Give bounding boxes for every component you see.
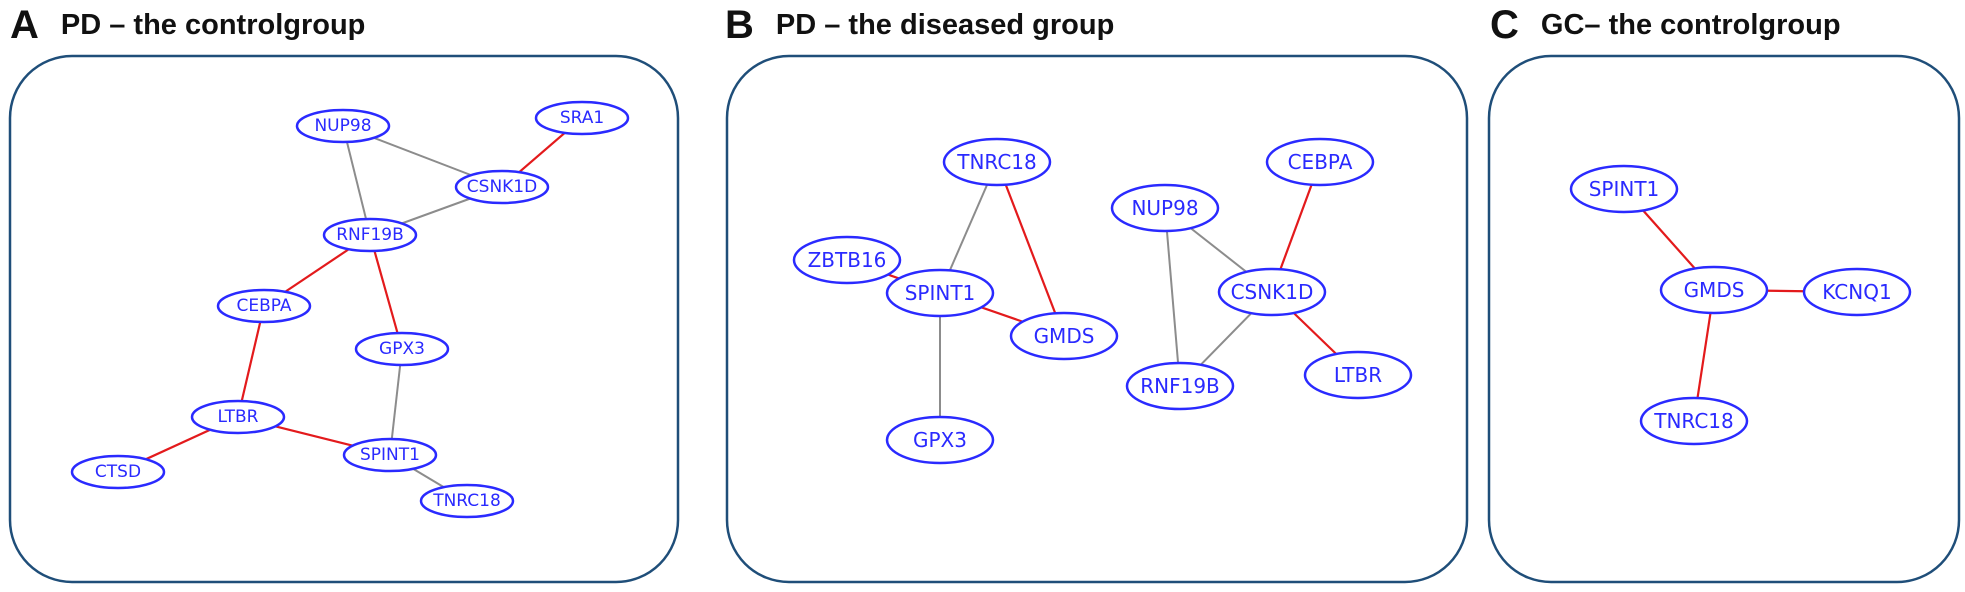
node-cebpa: CEBPA bbox=[1265, 137, 1375, 187]
node-label: NUP98 bbox=[314, 116, 371, 136]
panel-b-frame bbox=[725, 54, 1469, 584]
node-gmds: GMDS bbox=[1009, 311, 1119, 361]
node-label: GMDS bbox=[1684, 278, 1745, 302]
node-ellipse bbox=[1217, 267, 1327, 317]
node-ellipse bbox=[1265, 137, 1375, 187]
node-ellipse bbox=[1009, 311, 1119, 361]
node-label: SPINT1 bbox=[360, 445, 420, 465]
node-ltbr: LTBR bbox=[190, 399, 286, 435]
node-label: TNRC18 bbox=[432, 491, 501, 511]
node-ellipse bbox=[1125, 361, 1235, 411]
node-label: SPINT1 bbox=[905, 281, 976, 305]
node-ellipse bbox=[792, 235, 902, 285]
panel-a-frame bbox=[8, 54, 680, 584]
node-ellipse bbox=[322, 217, 418, 253]
node-label: TNRC18 bbox=[956, 150, 1037, 174]
node-label: CSNK1D bbox=[1231, 280, 1314, 304]
node-ellipse bbox=[885, 268, 995, 318]
node-gmds: GMDS bbox=[1659, 265, 1769, 315]
node-cebpa: CEBPA bbox=[216, 288, 312, 324]
panel-b-letter: B bbox=[725, 2, 754, 47]
node-label: RNF19B bbox=[336, 225, 404, 245]
node-gpx3: GPX3 bbox=[354, 331, 450, 367]
edge-rnf19b-gpx3 bbox=[368, 234, 404, 350]
panel-c-frame bbox=[1487, 54, 1961, 584]
node-ctsd: CTSD bbox=[70, 454, 166, 490]
panel-a-heading: A PD – the controlgroup bbox=[10, 0, 365, 50]
node-csnk1d: CSNK1D bbox=[454, 169, 550, 205]
node-csnk1d: CSNK1D bbox=[1217, 267, 1327, 317]
node-label: NUP98 bbox=[1131, 196, 1198, 220]
edge-nup98-rnf19b bbox=[1164, 207, 1181, 387]
panel-c-title: GC– the controlgroup bbox=[1540, 8, 1841, 41]
panel-c-heading: C GC– the controlgroup bbox=[1490, 0, 1841, 50]
node-ltbr: LTBR bbox=[1303, 350, 1413, 400]
edge-gpx3-spint1 bbox=[389, 348, 403, 456]
node-label: CEBPA bbox=[236, 296, 291, 316]
node-kcnq1: KCNQ1 bbox=[1802, 267, 1912, 317]
node-label: LTBR bbox=[1334, 363, 1382, 387]
node-ellipse bbox=[216, 288, 312, 324]
node-tnrc18: TNRC18 bbox=[1639, 396, 1749, 446]
node-tnrc18: TNRC18 bbox=[419, 483, 515, 519]
node-ellipse bbox=[454, 169, 550, 205]
panel-a-letter: A bbox=[10, 2, 39, 47]
node-label: CTSD bbox=[95, 462, 141, 482]
node-label: TNRC18 bbox=[1653, 409, 1734, 433]
node-label: GPX3 bbox=[913, 428, 967, 452]
node-label: SPINT1 bbox=[1589, 177, 1660, 201]
node-label: SRA1 bbox=[560, 108, 604, 128]
node-ellipse bbox=[190, 399, 286, 435]
node-ellipse bbox=[1569, 164, 1679, 214]
node-label: GMDS bbox=[1034, 324, 1095, 348]
node-zbtb16: ZBTB16 bbox=[792, 235, 902, 285]
node-nup98: NUP98 bbox=[295, 108, 391, 144]
panel-a-title: PD – the controlgroup bbox=[60, 8, 366, 41]
node-rnf19b: RNF19B bbox=[322, 217, 418, 253]
node-ellipse bbox=[1110, 183, 1220, 233]
edge-nup98-rnf19b bbox=[342, 125, 371, 236]
node-ellipse bbox=[342, 437, 438, 473]
node-ellipse bbox=[885, 415, 995, 465]
node-label: KCNQ1 bbox=[1822, 280, 1891, 304]
node-label: RNF19B bbox=[1140, 374, 1220, 398]
node-spint1: SPINT1 bbox=[1569, 164, 1679, 214]
node-nup98: NUP98 bbox=[1110, 183, 1220, 233]
node-label: LTBR bbox=[218, 407, 259, 427]
node-label: CSNK1D bbox=[467, 177, 537, 197]
panel-c-letter: C bbox=[1490, 2, 1519, 47]
node-ellipse bbox=[942, 137, 1052, 187]
node-tnrc18: TNRC18 bbox=[942, 137, 1052, 187]
node-spint1: SPINT1 bbox=[885, 268, 995, 318]
node-ellipse bbox=[354, 331, 450, 367]
node-ellipse bbox=[419, 483, 515, 519]
node-ellipse bbox=[1639, 396, 1749, 446]
node-rnf19b: RNF19B bbox=[1125, 361, 1235, 411]
node-ellipse bbox=[1802, 267, 1912, 317]
node-label: GPX3 bbox=[379, 339, 425, 359]
node-sra1: SRA1 bbox=[534, 100, 630, 136]
panel-b-heading: B PD – the diseased group bbox=[725, 0, 1114, 50]
node-label: ZBTB16 bbox=[808, 248, 887, 272]
node-ellipse bbox=[1659, 265, 1769, 315]
node-label: CEBPA bbox=[1288, 150, 1353, 174]
node-spint1: SPINT1 bbox=[342, 437, 438, 473]
node-ellipse bbox=[534, 100, 630, 136]
node-ellipse bbox=[295, 108, 391, 144]
edge-tnrc18-gmds bbox=[995, 161, 1066, 337]
node-ellipse bbox=[1303, 350, 1413, 400]
node-gpx3: GPX3 bbox=[885, 415, 995, 465]
panel-b-title: PD – the diseased group bbox=[775, 8, 1115, 41]
node-ellipse bbox=[70, 454, 166, 490]
edge-cebpa-ltbr bbox=[236, 305, 266, 418]
